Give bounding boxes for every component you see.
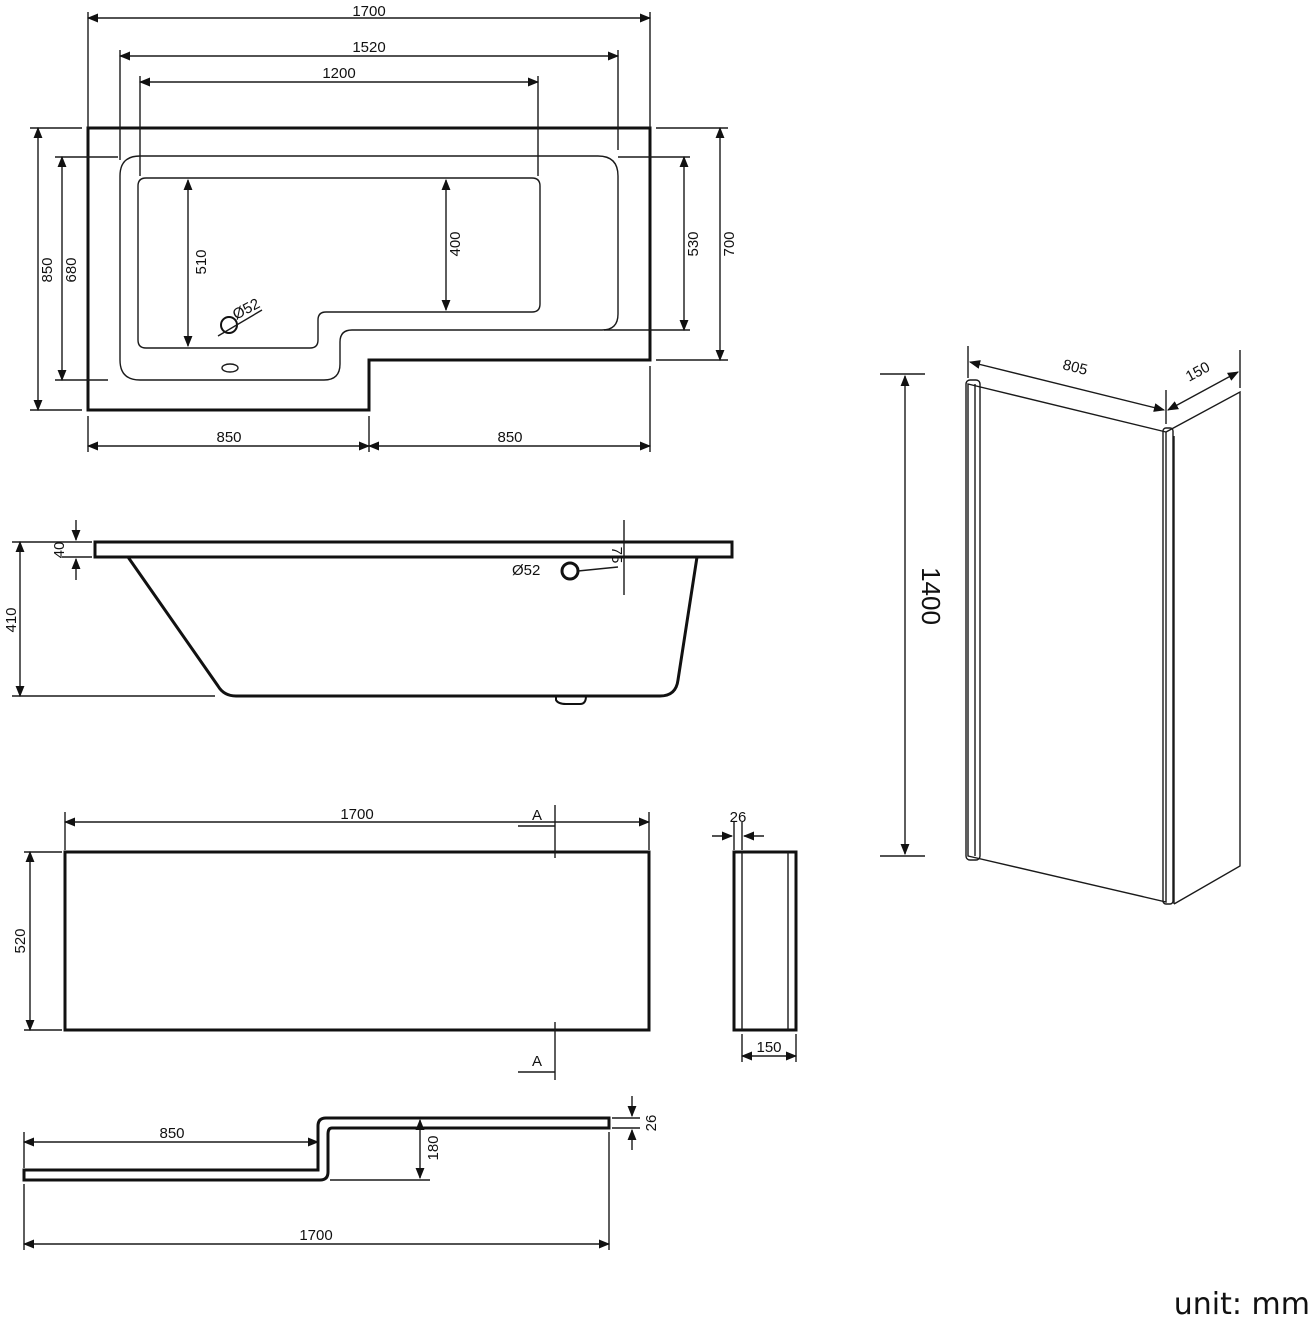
front-panel-body: [63, 850, 651, 1032]
shower-screen: 805 150 1400: [880, 346, 1241, 905]
end-panel-width-label: 150: [756, 1039, 781, 1056]
front-panel-length-label: 1700: [340, 806, 373, 823]
panel-section: 850 180 26 1700: [22, 1096, 660, 1250]
screen-return-panel: [1165, 390, 1241, 905]
side-rim-thickness-label: 40: [51, 542, 68, 559]
panel-step-length-label: 850: [159, 1125, 184, 1142]
plan-overall-length-label: 1700: [352, 3, 385, 20]
side-waste-diameter-label: Ø52: [512, 562, 540, 579]
section-marker-bottom: A: [532, 1053, 542, 1070]
side-rim: [93, 540, 734, 559]
bath-outline: [86, 126, 652, 412]
end-panel-body: [732, 850, 798, 1032]
plan-inner-length-label: 1520: [352, 39, 385, 56]
side-body: [126, 556, 699, 698]
front-panel-height-label: 520: [12, 928, 29, 953]
panel-thickness-label: 26: [643, 1115, 660, 1132]
plan-overall-width-label: 850: [39, 257, 56, 282]
panel-section-profile: [22, 1116, 611, 1182]
plan-basin-width-label: 510: [193, 249, 210, 274]
front-panel: 1700 520 A A: [12, 805, 651, 1080]
end-panel: 26 150: [712, 809, 798, 1062]
side-waste-circle: [560, 561, 580, 581]
plan-left-section-label: 850: [216, 429, 241, 446]
panel-total-length-label: 1700: [299, 1227, 332, 1244]
side-waste-offset-label: 75: [608, 547, 625, 564]
screen-width-label: 805: [1061, 356, 1089, 379]
plan-narrow-inner-width-label: 530: [685, 231, 702, 256]
plan-overflow-ellipse: [221, 363, 239, 373]
side-waste-outlet: [555, 695, 587, 705]
plan-inner-width-label: 680: [63, 257, 80, 282]
screen-corner-post: [1162, 427, 1174, 905]
screen-main-panel: [967, 383, 1167, 903]
plan-right-section-label: 850: [497, 429, 522, 446]
side-height-label: 410: [3, 607, 20, 632]
plan-view: 1700 1520 1200 850 680 510 400 530 700 Ø…: [30, 3, 738, 452]
plan-narrow-width-label: 700: [721, 231, 738, 256]
side-view: 40 410 Ø52 75: [3, 520, 734, 705]
bath-inner-rim: [119, 155, 619, 381]
plan-narrow-basin-width-label: 400: [447, 231, 464, 256]
bath-basin: [137, 177, 541, 349]
unit-label: unit: mm: [1174, 1287, 1310, 1322]
screen-height-label: 1400: [916, 567, 946, 625]
section-marker-top: A: [532, 807, 542, 824]
plan-basin-length-label: 1200: [322, 65, 355, 82]
screen-return-width-label: 150: [1183, 359, 1213, 386]
panel-step-height-label: 180: [425, 1135, 442, 1160]
end-panel-thickness-label: 26: [730, 809, 747, 826]
